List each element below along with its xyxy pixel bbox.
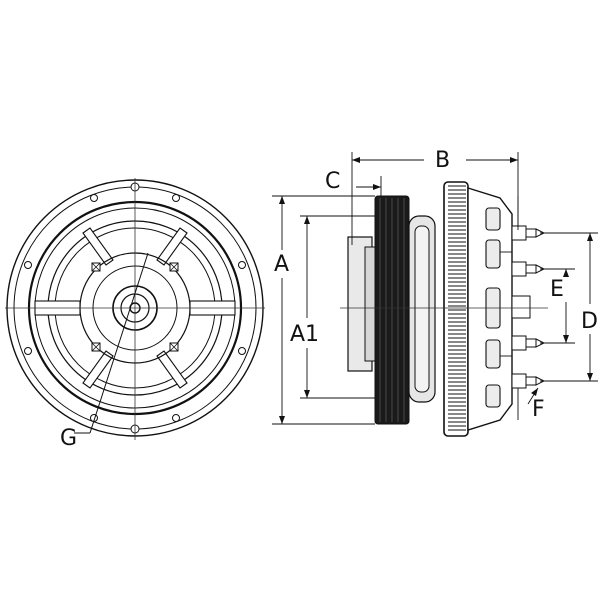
label-c: C — [325, 169, 340, 194]
spoke-sw — [82, 350, 114, 389]
boss — [485, 239, 501, 269]
bolt-hole — [24, 347, 32, 355]
label-d: D — [581, 309, 598, 334]
spoke-se — [156, 350, 188, 389]
label-a: A — [274, 252, 289, 277]
spoke-ne — [156, 227, 188, 266]
label-a1: A1 — [290, 322, 319, 347]
bolt-hole — [172, 194, 180, 202]
fitting — [511, 295, 531, 319]
fitting — [525, 338, 537, 348]
bolt-hole — [90, 194, 98, 202]
label-b: B — [435, 148, 450, 173]
fitting — [511, 225, 527, 241]
fitting — [511, 335, 527, 351]
fitting — [511, 261, 527, 277]
fitting — [511, 373, 527, 389]
bolt-hole — [24, 261, 32, 269]
boss — [485, 207, 501, 231]
front-view — [5, 178, 265, 440]
label-f: F — [532, 397, 545, 422]
boss — [485, 384, 501, 408]
housing-bosses — [485, 207, 501, 408]
clutch-teeth — [448, 185, 466, 431]
fitting — [525, 376, 537, 386]
pulley-groove — [414, 225, 430, 393]
spoke-nw — [82, 227, 114, 266]
fittings — [511, 225, 546, 389]
bolt-hole — [238, 261, 246, 269]
label-g: G — [60, 426, 77, 451]
side-view — [340, 181, 548, 437]
bolt-hole — [238, 347, 246, 355]
label-e: E — [550, 277, 564, 302]
front-plate-inner — [364, 246, 376, 362]
bolt-hole — [172, 414, 180, 422]
dimension-arrows — [279, 157, 593, 424]
front-centerlines — [5, 178, 265, 440]
leader-g — [89, 252, 149, 434]
fitting — [525, 264, 537, 274]
boss — [485, 339, 501, 369]
spokes — [34, 227, 236, 389]
fitting — [525, 228, 537, 238]
